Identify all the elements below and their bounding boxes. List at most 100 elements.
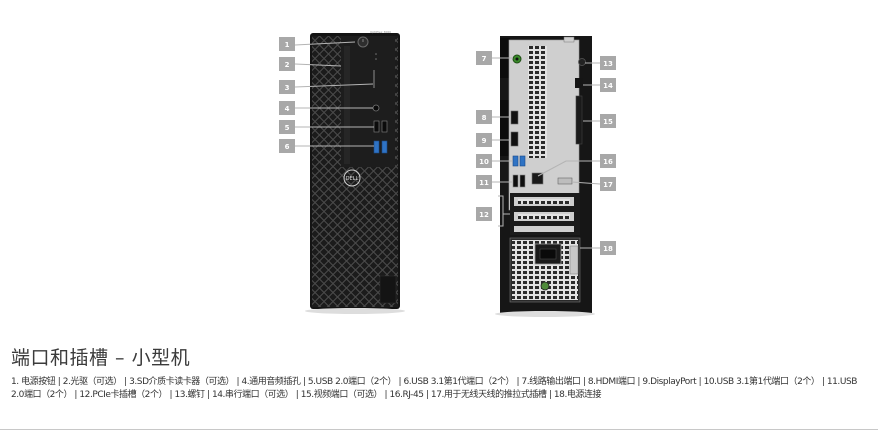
callout-label: 12 xyxy=(479,211,489,219)
callout-2: 2 xyxy=(279,57,295,71)
divider xyxy=(0,429,878,430)
front-usb3-port[interactable] xyxy=(373,140,380,154)
callout-4: 4 xyxy=(279,101,295,115)
callout-boxes: 1 2 3 4 5 6 7 8 9 10 11 12 13 14 15 16 1… xyxy=(279,37,616,255)
callout-18: 18 xyxy=(600,241,616,255)
legend-item: 10.USB 3.1第1代端口（2个） xyxy=(703,377,820,387)
front-view: OptiPlex 3060 DELL xyxy=(305,30,405,314)
front-shadow xyxy=(305,308,405,314)
legend-separator: | xyxy=(167,390,175,400)
callout-12: 12 xyxy=(476,207,492,221)
rear-usb3-port[interactable] xyxy=(512,155,519,167)
legend-item: 6.USB 3.1第1代端口（2个） xyxy=(403,377,515,387)
legend-separator: | xyxy=(819,377,827,387)
legend-item: 5.USB 2.0端口（2个） xyxy=(307,377,397,387)
rj45-port[interactable] xyxy=(531,172,544,185)
legend-item: 13.螺钉 xyxy=(174,390,205,400)
hdmi-port[interactable] xyxy=(510,110,519,125)
rear-view xyxy=(495,36,595,317)
sd-card-slot[interactable] xyxy=(373,70,375,88)
displayport-port[interactable] xyxy=(510,131,519,147)
legend-separator: | xyxy=(72,390,80,400)
audio-jack[interactable] xyxy=(372,104,380,112)
callout-14: 14 xyxy=(600,78,616,92)
legend-item: 12.PCIe卡插槽（2个） xyxy=(79,390,168,400)
callout-label: 17 xyxy=(603,181,613,189)
callout-17: 17 xyxy=(600,177,616,191)
callout-label: 1 xyxy=(285,41,290,49)
callout-label: 13 xyxy=(603,60,613,68)
antenna-slot[interactable] xyxy=(557,177,573,185)
legend-item: 11.USB 2.0端口（2个） xyxy=(11,377,857,400)
callout-label: 5 xyxy=(285,124,290,132)
legend-separator: | xyxy=(423,390,431,400)
callout-7: 7 xyxy=(476,51,492,65)
legend-item: 17.用于无线天线的推拉式插槽 xyxy=(430,390,547,400)
callout-13: 13 xyxy=(600,56,616,70)
callout-8: 8 xyxy=(476,110,492,124)
callout-label: 10 xyxy=(479,158,489,166)
callout-label: 14 xyxy=(603,82,613,90)
serial-port-cover xyxy=(575,78,583,88)
legend-item: 4.通用音频插孔 xyxy=(241,377,301,387)
callout-11: 11 xyxy=(476,175,492,189)
callout-label: 11 xyxy=(479,179,489,187)
callout-9: 9 xyxy=(476,133,492,147)
legend-separator: | xyxy=(300,377,308,387)
power-supply xyxy=(509,237,581,303)
legend-separator: | xyxy=(580,377,588,387)
page-title: 端口和插槽 – 小型机 xyxy=(11,347,191,369)
legend-list: 1. 电源按钮 | 2.光驱（可选） | 3.SD介质卡读卡器（可选） | 4.… xyxy=(11,376,871,402)
dell-logo xyxy=(343,169,361,187)
callout-16: 16 xyxy=(600,154,616,168)
legend-separator: | xyxy=(293,390,301,400)
rear-usb2-port[interactable] xyxy=(519,174,526,188)
callout-10: 10 xyxy=(476,154,492,168)
pcie-slots[interactable] xyxy=(510,193,580,235)
callout-label: 3 xyxy=(285,84,290,92)
front-usb3-port[interactable] xyxy=(381,140,388,154)
callout-label: 9 xyxy=(482,137,487,145)
callout-3: 3 xyxy=(279,80,295,94)
legend-item: 14.串行端口（可选） xyxy=(211,390,294,400)
callout-label: 18 xyxy=(603,245,613,253)
legend-separator: | xyxy=(55,377,63,387)
legend-separator: | xyxy=(514,377,522,387)
callout-label: 6 xyxy=(285,143,290,151)
callout-label: 4 xyxy=(285,105,290,113)
legend-separator: | xyxy=(396,377,404,387)
callout-label: 16 xyxy=(603,158,613,166)
callout-label: 8 xyxy=(482,114,487,122)
rear-usb3-port[interactable] xyxy=(519,155,526,167)
legend-separator: | xyxy=(696,377,704,387)
callout-1: 1 xyxy=(279,37,295,51)
front-usb2-port[interactable] xyxy=(381,120,388,133)
legend-item: 8.HDMI端口 xyxy=(587,377,636,387)
callout-label: 15 xyxy=(603,118,613,126)
callout-leaders xyxy=(294,41,601,249)
front-brand: OptiPlex 3060 xyxy=(370,30,391,34)
legend-separator: | xyxy=(121,377,130,387)
legend-separator: | xyxy=(204,390,212,400)
callout-label: 7 xyxy=(482,55,487,63)
front-usb2-port[interactable] xyxy=(373,120,380,133)
callout-6: 6 xyxy=(279,139,295,153)
thumb-screw[interactable] xyxy=(578,58,586,66)
legend-item: 1. 电源按钮 xyxy=(11,377,56,387)
legend-item: 3.SD介质卡读卡器（可选） xyxy=(129,377,235,387)
rear-usb2-port[interactable] xyxy=(512,174,519,188)
legend-item: 2.光驱（可选） xyxy=(62,377,122,387)
legend-item: 9.DisplayPort xyxy=(642,377,697,387)
legend-separator: | xyxy=(234,377,242,387)
product-diagram: OptiPlex 3060 DELL xyxy=(279,30,616,317)
video-port-slot[interactable] xyxy=(575,95,583,145)
callout-5: 5 xyxy=(279,120,295,134)
legend-item: 16.RJ-45 xyxy=(389,390,424,400)
legend-item: 18.电源连接 xyxy=(553,390,602,400)
legend-item: 7.线路输出端口 xyxy=(521,377,581,387)
legend-separator: | xyxy=(635,377,643,387)
legend-separator: | xyxy=(546,390,554,400)
callout-15: 15 xyxy=(600,114,616,128)
callout-label: 2 xyxy=(285,61,290,69)
dell-logo-text: DELL xyxy=(346,176,359,182)
